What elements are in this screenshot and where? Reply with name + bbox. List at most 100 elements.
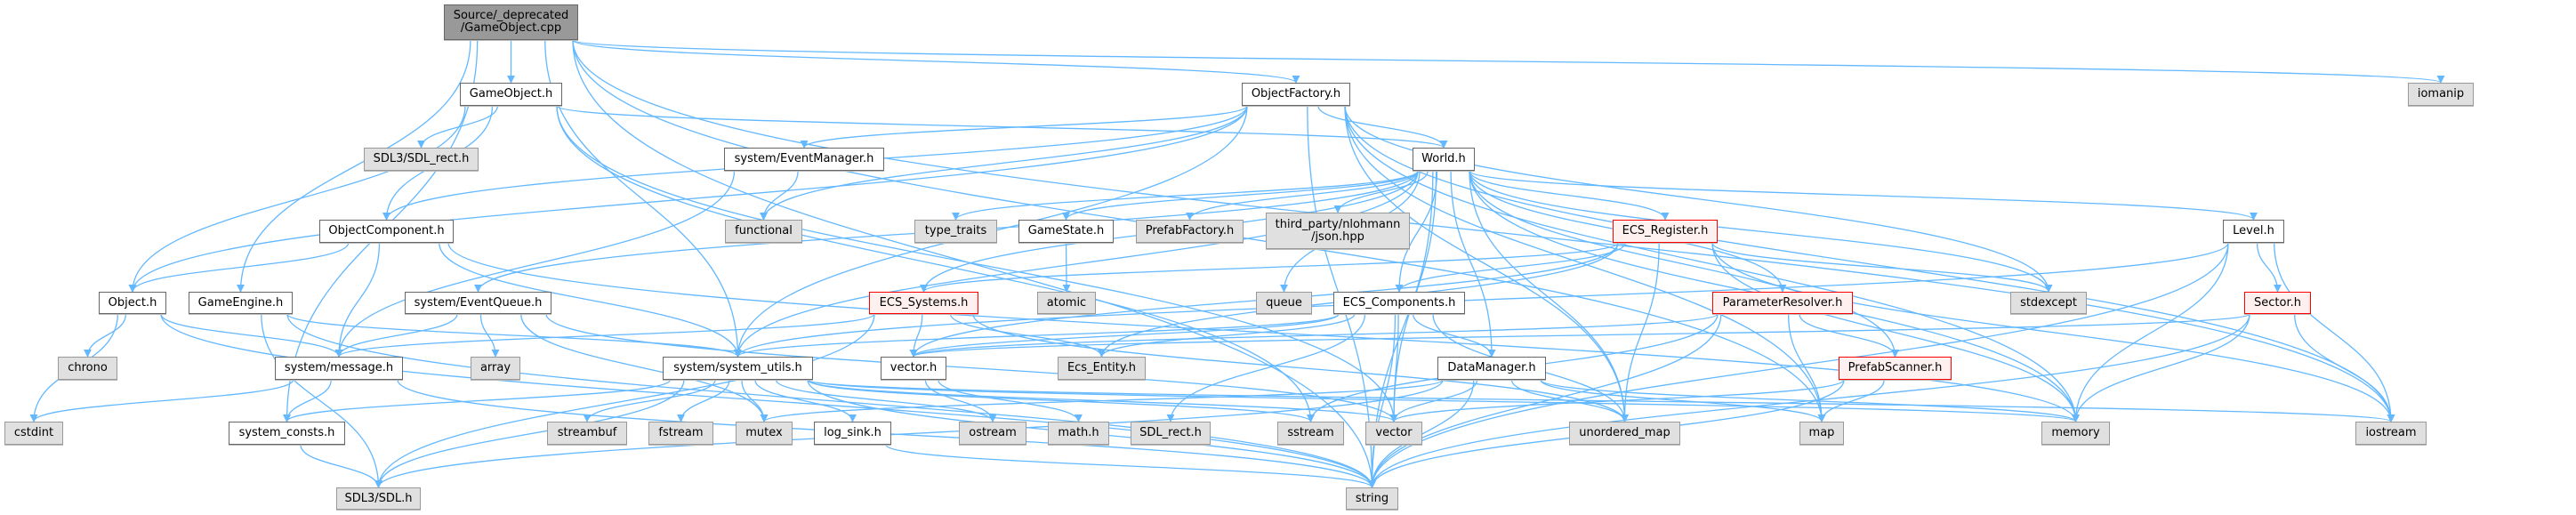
node-level[interactable]: Level.h: [2223, 220, 2284, 243]
node-map[interactable]: map: [1799, 422, 1844, 445]
edge-paramresolver-to-map: [1787, 313, 1826, 422]
node-cstdint[interactable]: cstdint: [4, 422, 63, 445]
node-prefabscanner[interactable]: PrefabScanner.h: [1839, 357, 1952, 380]
node-fstream[interactable]: fstream: [648, 422, 713, 445]
edge-eventqueue-to-array: [479, 313, 500, 358]
edge-objectfactory-to-object: [128, 105, 1248, 293]
node-string[interactable]: string: [1346, 487, 1398, 510]
edge-gameengine-to-string: [286, 313, 1376, 488]
node-streambuf[interactable]: streambuf: [547, 422, 627, 445]
node-gamestate[interactable]: GameState.h: [1018, 220, 1114, 243]
edge-ecssystems-to-sdl: [374, 313, 875, 488]
node-eventmanager[interactable]: system/EventManager.h: [724, 148, 884, 171]
node-datamanager[interactable]: DataManager.h: [1437, 357, 1546, 380]
edge-gameengine-to-sdl: [261, 313, 383, 488]
edge-world-to-type_traits: [952, 170, 1419, 221]
edge-objectfactory-to-stdexcept: [1344, 105, 2053, 293]
node-json[interactable]: third_party/nlohmann /json.hpp: [1266, 213, 1410, 249]
edge-sysutils-to-memory: [807, 379, 2080, 422]
edge-gameengine-to-sysutils: [286, 313, 742, 358]
node-vector[interactable]: vector: [1365, 422, 1422, 445]
edge-ecsregister-to-iostream: [1711, 242, 2395, 422]
edge-level-to-memory: [2071, 242, 2229, 422]
node-sdlrect[interactable]: SDL_rect.h: [1131, 422, 1211, 445]
node-ecsentity[interactable]: Ecs_Entity.h: [1058, 357, 1146, 380]
edge-sysutils-to-vector: [807, 379, 1398, 422]
node-sstream[interactable]: sstream: [1277, 422, 1344, 445]
edge-prefabscanner-to-map: [1817, 379, 1885, 422]
edge-ecscomponents-to-sysutils: [734, 313, 1340, 358]
edge-ecssystems-to-unordered_map: [972, 313, 1629, 422]
edge-ecssystems-to-vectorh: [909, 313, 923, 358]
edge-datamanager-to-string: [1367, 379, 1475, 488]
node-stdexcept[interactable]: stdexcept: [2010, 292, 2087, 314]
edge-world-to-prefabscanner: [1469, 170, 1900, 358]
node-ostream[interactable]: ostream: [959, 422, 1026, 445]
node-eventqueue[interactable]: system/EventQueue.h: [405, 292, 551, 314]
node-atomic[interactable]: atomic: [1037, 292, 1096, 314]
edge-objectfactory-to-unordered_map: [1344, 105, 1630, 422]
node-sector[interactable]: Sector.h: [2244, 292, 2311, 314]
edge-ecscomponents-to-vectorh: [909, 313, 1340, 358]
node-ecsregister[interactable]: ECS_Register.h: [1613, 220, 1718, 243]
edge-world-to-stdexcept: [1469, 170, 2053, 293]
node-functional[interactable]: functional: [725, 220, 802, 243]
node-ecscomponents[interactable]: ECS_Components.h: [1333, 292, 1465, 314]
edge-objectfactory-to-map: [1344, 105, 1826, 422]
edge-level-to-sector: [2256, 242, 2282, 293]
edge-datamanager-to-sdl: [374, 379, 1444, 488]
edge-ecscomponents-to-sdlrect: [1166, 313, 1366, 422]
node-paramresolver[interactable]: ParameterResolver.h: [1712, 292, 1853, 314]
edge-ecssystems-to-message: [334, 313, 875, 358]
edge-ecsregister-to-ecssystems: [920, 242, 1619, 293]
node-sysconsts[interactable]: system_consts.h: [229, 422, 345, 445]
edge-world-to-datamanager: [1450, 170, 1496, 358]
edge-src-to-iostream: [572, 39, 2395, 422]
edge-src-to-objectfactory: [572, 39, 1300, 84]
edge-objectfactory-to-world: [1317, 105, 1448, 149]
node-sdl[interactable]: SDL3/SDL.h: [336, 487, 421, 510]
node-src[interactable]: Source/_deprecated /GameObject.cpp: [444, 4, 578, 40]
edge-ecscomponents-to-ecsentity: [1098, 313, 1356, 358]
edge-sysconsts-to-sdl: [300, 444, 383, 488]
node-objectfactory[interactable]: ObjectFactory.h: [1242, 83, 1350, 106]
edge-eventqueue-to-message: [334, 313, 458, 358]
edge-sector-to-memory: [2071, 313, 2250, 422]
node-iostream[interactable]: iostream: [2355, 422, 2427, 445]
edge-ecscomponents-to-string: [1367, 313, 1397, 488]
node-unordered_map[interactable]: unordered_map: [1569, 422, 1680, 445]
edge-object-to-chrono: [83, 313, 127, 358]
edge-object-to-string: [160, 313, 1376, 488]
edge-sysutils-to-iostream: [807, 379, 2395, 422]
edge-ecsregister-to-memory: [1711, 242, 2081, 422]
edge-level-to-sysutils: [734, 242, 2229, 358]
node-prefabfactory[interactable]: PrefabFactory.h: [1136, 220, 1244, 243]
edge-world-to-ecsregister: [1469, 170, 1670, 221]
node-vectorh[interactable]: vector.h: [881, 357, 946, 380]
node-object[interactable]: Object.h: [99, 292, 166, 314]
edge-src-to-iomanip: [572, 39, 2444, 84]
node-array[interactable]: array: [471, 357, 520, 380]
node-logsink[interactable]: log_sink.h: [814, 422, 891, 445]
edge-paramresolver-to-prefabscanner: [1799, 313, 1900, 358]
node-gameobject[interactable]: GameObject.h: [460, 83, 562, 106]
edge-world-to-sysutils: [734, 170, 1419, 358]
node-world[interactable]: World.h: [1413, 148, 1475, 171]
node-mathh[interactable]: math.h: [1048, 422, 1109, 445]
node-memory[interactable]: memory: [2041, 422, 2110, 445]
edge-objectcomponent-to-object: [128, 242, 350, 293]
node-chrono[interactable]: chrono: [58, 357, 117, 380]
node-iomanip[interactable]: iomanip: [2408, 83, 2474, 106]
node-mutex[interactable]: mutex: [736, 422, 793, 445]
edge-gameobject-to-object: [128, 105, 466, 293]
node-sysutils[interactable]: system/system_utils.h: [663, 357, 813, 380]
edge-sysutils-to-ostream: [775, 379, 997, 422]
node-type_traits[interactable]: type_traits: [914, 220, 997, 243]
node-sdlrect3[interactable]: SDL3/SDL_rect.h: [364, 148, 479, 171]
node-queue[interactable]: queue: [1256, 292, 1312, 314]
node-gameengine[interactable]: GameEngine.h: [189, 292, 293, 314]
node-ecssystems[interactable]: ECS_Systems.h: [869, 292, 978, 314]
node-message[interactable]: system/message.h: [275, 357, 403, 380]
node-objectcomponent[interactable]: ObjectComponent.h: [319, 220, 454, 243]
edge-eventmanager-to-functional: [759, 170, 799, 221]
